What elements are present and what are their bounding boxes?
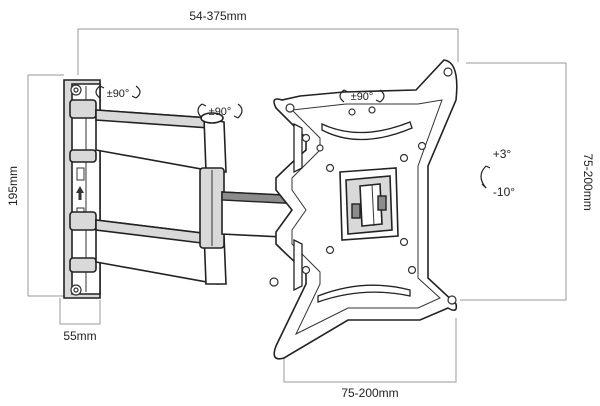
wall-swivel-rotation-icon: [95, 85, 141, 99]
tilt-arrow-icon: [480, 165, 491, 189]
tilt-up-label: +3°: [493, 147, 512, 161]
wall-plate: [63, 79, 101, 299]
vesa-plate: [269, 59, 458, 360]
arm-swivel-rotation-icon: [197, 103, 243, 119]
arm-extension-label: 54-375mm: [189, 9, 246, 23]
tilt-down-label: -10°: [493, 185, 515, 199]
plate-rotation-icon: [339, 89, 385, 103]
plate-rotation-label: ±90°: [351, 91, 374, 103]
vesa-vertical-label: 75-200mm: [581, 153, 595, 210]
wall-plate-width-label: 55mm: [63, 329, 96, 343]
articulating-arms: [95, 109, 303, 285]
vesa-horizontal-label: 75-200mm: [341, 386, 398, 400]
wall-swivel-label: ±90°: [107, 88, 130, 100]
arm-swivel-label: ±90°: [209, 106, 232, 118]
wall-plate-height-label: 195mm: [6, 166, 20, 206]
up-arrow-icon: [76, 186, 84, 200]
dimension-lines: [27, 28, 567, 383]
